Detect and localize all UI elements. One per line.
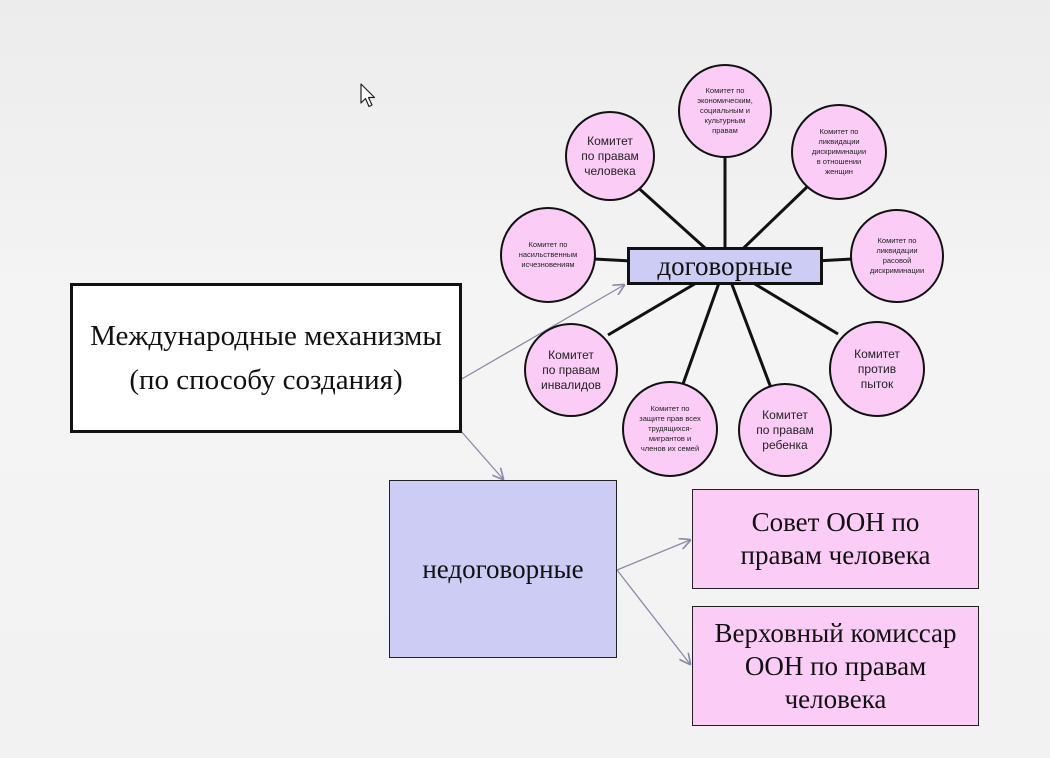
committee-label: Комитет по правам инвалидов	[541, 347, 601, 392]
committee-label: Комитет по насильственным исчезновениям	[518, 240, 578, 269]
committee-migrants: Комитет по защите прав всех трудящихся- …	[622, 381, 718, 477]
committee-label: Комитет по защите прав всех трудящихся- …	[639, 404, 701, 453]
committee-racial: Комитет по ликвидации расовой дискримина…	[850, 209, 944, 303]
arrow-to-nontreaty	[459, 429, 503, 479]
un-human-rights-council-node: Совет ООН по правам человека	[692, 489, 979, 589]
committee-economic: Комитет по экономическим, социальным и к…	[678, 64, 772, 158]
committee-human-rights: Комитет по правам человека	[565, 111, 655, 201]
committee-label: Комитет по экономическим, социальным и к…	[697, 86, 753, 135]
committee-label: Комитет против пыток	[854, 346, 900, 391]
arrow-to-council	[616, 540, 690, 571]
high-commissioner-node: Верховный комиссар ООН по правам человек…	[692, 606, 979, 726]
committee-disabilities: Комитет по правам инвалидов	[524, 323, 618, 417]
council-label: Совет ООН по правам человека	[740, 507, 931, 570]
spoke-child	[723, 265, 773, 389]
root-title: Международные механизмы	[90, 320, 442, 352]
committee-child: Комитет по правам ребенка	[738, 383, 832, 477]
committee-disappearances: Комитет по насильственным исчезновениям	[500, 207, 596, 303]
spoke-migrants	[681, 265, 727, 385]
treaty-label: договорные	[657, 250, 793, 281]
committee-label: Комитет по правам человека	[581, 133, 639, 178]
root-subtitle: (по способу создания)	[129, 364, 403, 396]
committee-torture: Комитет против пыток	[829, 321, 925, 417]
treaty-bodies-node: договорные	[627, 247, 823, 285]
international-mechanisms-node: Международные механизмы (по способу созд…	[70, 283, 462, 433]
committee-women: Комитет по ликвидации дискриминации в от…	[791, 104, 887, 200]
committee-label: Комитет по ликвидации расовой дискримина…	[869, 236, 925, 275]
committee-label: Комитет по правам ребенка	[756, 407, 814, 452]
arrow-to-commissioner	[616, 569, 690, 664]
nontreaty-label: недоговорные	[422, 553, 584, 584]
committee-label: Комитет по ликвидации дискриминации в от…	[811, 127, 867, 176]
mouse-pointer-icon	[360, 83, 376, 108]
non-treaty-bodies-node: недоговорные	[389, 480, 617, 658]
commissioner-label: Верховный комиссар ООН по правам человек…	[714, 617, 957, 714]
